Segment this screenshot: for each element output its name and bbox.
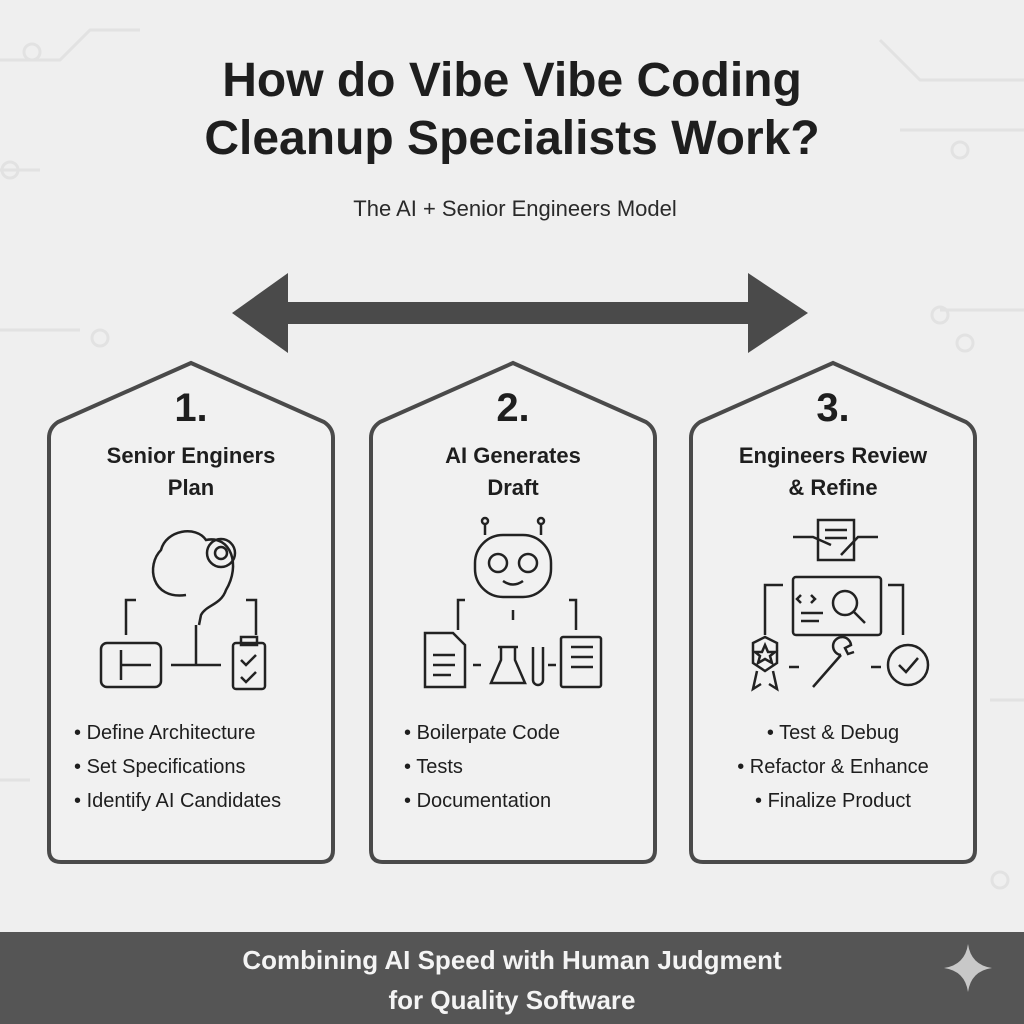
bullet-item: Documentation (404, 784, 694, 818)
connector-lines (124, 598, 258, 667)
step-title-line: & Refine (788, 475, 878, 500)
footer-line-2: for Quality Software (388, 985, 636, 1015)
footer-banner: Combining AI Speed with Human Judgment f… (0, 932, 1024, 1024)
monitor-code-search-icon (791, 575, 883, 637)
robot-icon (473, 516, 553, 599)
bullet-item: Boilerpate Code (404, 716, 694, 750)
clipboard-check-icon (231, 635, 267, 691)
flask-icon (489, 645, 545, 687)
bullet-item: Test & Debug (688, 716, 978, 750)
step-title-line: Plan (167, 475, 215, 500)
award-badge-icon (751, 635, 779, 692)
step-title-line: Senior Enginers (106, 443, 276, 468)
blueprint-icon (99, 641, 163, 689)
book-icon (559, 635, 603, 689)
handshake-document-icon (793, 518, 878, 562)
step-title-line: Draft (487, 475, 539, 500)
bullet-item: Tests (404, 750, 694, 784)
connector-lines (763, 583, 905, 635)
document-icon (423, 631, 467, 689)
footer-line-1: Combining AI Speed with Human Judgment (242, 945, 782, 975)
step-number: 2. (496, 386, 530, 430)
step-title-line: Engineers Review (738, 443, 928, 468)
connector-lines (456, 598, 578, 667)
subtitle: The AI + Senior Engineers Model (353, 196, 677, 221)
wrench-icon (812, 635, 855, 688)
step-title-line: AI Generates (445, 443, 581, 468)
page-title: How do Vibe Vibe Coding Cleanup Speciali… (0, 52, 1024, 168)
title-line-2: Cleanup Specialists Work? (204, 112, 820, 165)
bullet-list: Define Architecture Set Specifications I… (74, 716, 364, 818)
double-arrow-icon (232, 273, 808, 353)
bullet-item: Set Specifications (74, 750, 364, 784)
step-number: 3. (816, 386, 850, 430)
brain-gear-icon (151, 530, 237, 626)
sparkle-icon (944, 944, 992, 992)
bullet-list: Boilerpate Code Tests Documentation (404, 716, 694, 818)
bullet-item: Identify AI Candidates (74, 784, 364, 818)
bullet-item: Finalize Product (688, 784, 978, 818)
check-circle-icon (886, 643, 930, 687)
step-card-3: 3. Engineers Review & Refine Test & Debug… (688, 360, 978, 866)
step-title: Engineers Review & Refine (688, 440, 978, 504)
title-line-1: How do Vibe Vibe Coding (222, 54, 802, 107)
bullet-item: Refactor & Enhance (688, 750, 978, 784)
bullet-item: Define Architecture (74, 716, 364, 750)
bullet-list: Test & Debug Refactor & Enhance Finalize… (688, 716, 978, 818)
step-number: 1. (174, 386, 208, 430)
